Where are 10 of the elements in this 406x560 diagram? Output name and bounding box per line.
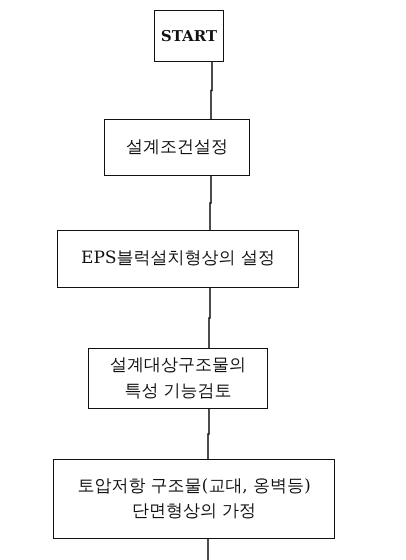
process-box: 설계대상구조물의 특성 기능검토: [88, 348, 268, 409]
connector-line: [209, 176, 212, 230]
connector-line: [207, 539, 209, 560]
process-box: 토압저항 구조물(교대, 옹벽등) 단면형상의 가정: [53, 459, 335, 539]
connector-line: [210, 62, 213, 119]
connector-line: [207, 409, 210, 459]
connector-line: [208, 288, 211, 348]
start-box: START: [154, 10, 224, 62]
process-box: EPS블럭설치형상의 설정: [57, 230, 299, 288]
process-box: 설계조건설정: [104, 119, 250, 176]
